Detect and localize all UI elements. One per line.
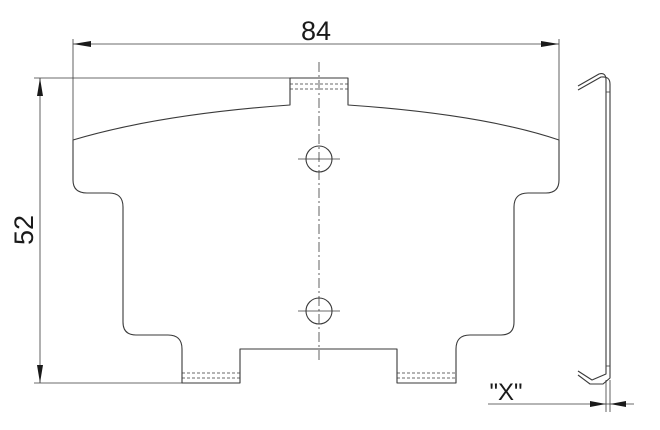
detail-x-arrow-right [610, 401, 626, 407]
width-arrow-left [73, 41, 91, 47]
detail-x-arrow-left [590, 401, 606, 407]
height-arrow-bottom [37, 365, 43, 383]
width-dimension-value: 84 [301, 16, 331, 46]
center-lines [298, 62, 340, 362]
width-dimension: 84 [72, 16, 560, 150]
side-profile-inner [577, 76, 611, 385]
detail-x-callout: "X" [488, 379, 634, 412]
side-profile-outer [577, 73, 607, 381]
part-outline [72, 77, 560, 384]
side-view-profile [577, 73, 611, 385]
detail-x-label: "X" [489, 379, 522, 406]
width-arrow-right [541, 41, 559, 47]
height-dimension: 52 [9, 77, 290, 384]
height-arrow-top [37, 78, 43, 96]
height-dimension-value: 52 [9, 215, 39, 245]
